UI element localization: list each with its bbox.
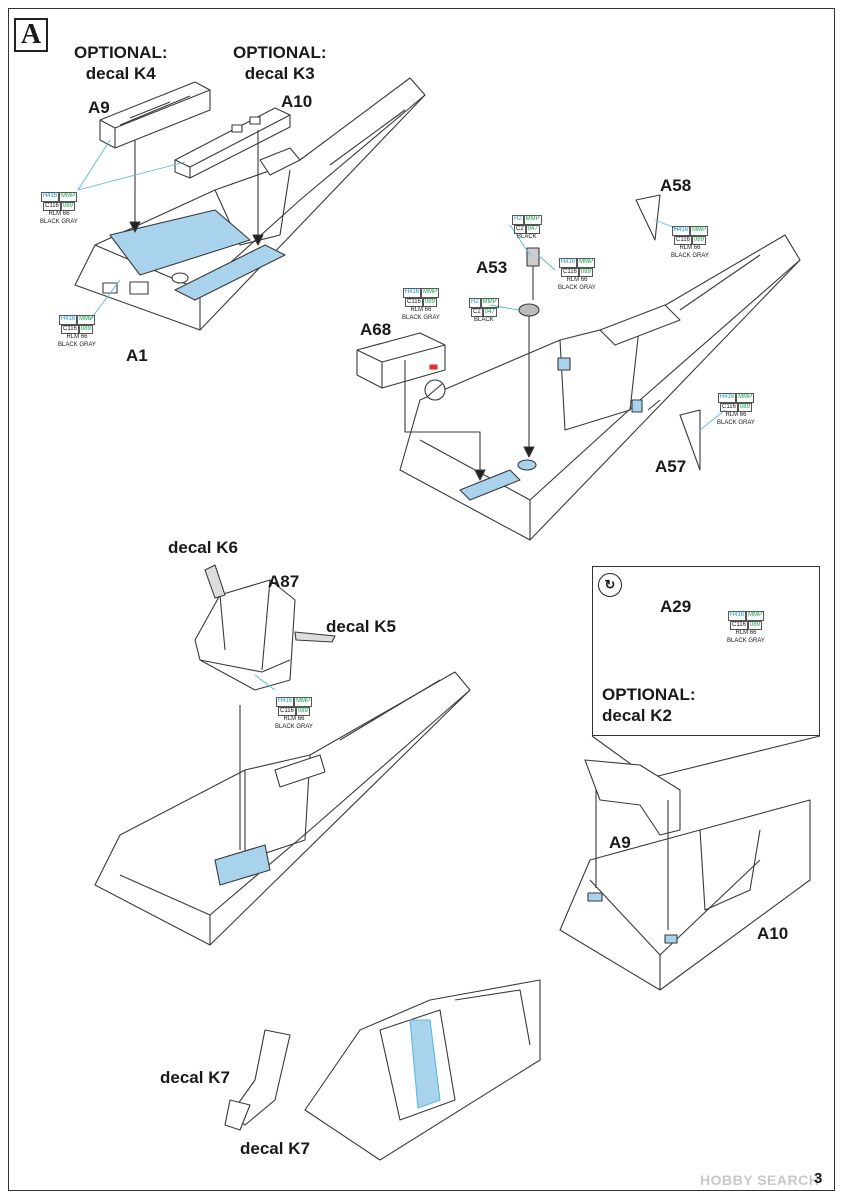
part-label-a29: A29 bbox=[660, 597, 692, 616]
cockpit-tub-a1 bbox=[74, 77, 426, 331]
part-label-a57: A57 bbox=[655, 457, 687, 476]
watermark: HOBBY SEARCH bbox=[700, 1172, 820, 1188]
optional-k4-label: OPTIONAL: decal K4 bbox=[74, 43, 168, 83]
part-a9-top bbox=[99, 81, 211, 149]
part-label-a53: A53 bbox=[476, 258, 508, 277]
cockpit-tub-right bbox=[399, 234, 801, 541]
alternative-rotate-icon: ↻ bbox=[598, 573, 622, 597]
part-a58 bbox=[635, 194, 661, 241]
part-label-a9-bottom: A9 bbox=[609, 833, 631, 852]
decal-k6-part bbox=[204, 564, 226, 599]
part-a10-top bbox=[174, 107, 291, 179]
decal-label-k6: decal K6 bbox=[168, 538, 238, 557]
seat-a87 bbox=[194, 579, 296, 691]
alternative-inset bbox=[592, 566, 820, 736]
part-a53 bbox=[518, 247, 540, 458]
page-number: 3 bbox=[814, 1170, 823, 1187]
harness-k7 bbox=[224, 1029, 291, 1131]
part-label-a10-bottom: A10 bbox=[757, 924, 789, 943]
optional-k3-label: OPTIONAL: decal K3 bbox=[233, 43, 327, 83]
part-label-a1: A1 bbox=[126, 346, 148, 365]
part-label-a10-top: A10 bbox=[281, 92, 313, 111]
page-frame bbox=[8, 8, 835, 1191]
step-letter: A bbox=[14, 18, 48, 52]
part-label-a9-top: A9 bbox=[88, 98, 110, 117]
decal-label-k5: decal K5 bbox=[326, 617, 396, 636]
cockpit-tub-mid bbox=[94, 671, 471, 946]
decal-label-k7-b: decal K7 bbox=[240, 1139, 310, 1158]
part-label-a68: A68 bbox=[360, 320, 392, 339]
part-a68 bbox=[356, 332, 446, 401]
decal-label-k7-a: decal K7 bbox=[160, 1068, 230, 1087]
part-label-a58: A58 bbox=[660, 176, 692, 195]
cockpit-tub-bottom bbox=[304, 979, 541, 1161]
part-a57 bbox=[679, 409, 701, 471]
part-label-a87: A87 bbox=[268, 572, 300, 591]
optional-k2-label: OPTIONAL: decal K2 bbox=[602, 685, 696, 725]
decal-k5-part bbox=[294, 631, 336, 643]
cockpit-tub-right-mid bbox=[559, 759, 811, 991]
